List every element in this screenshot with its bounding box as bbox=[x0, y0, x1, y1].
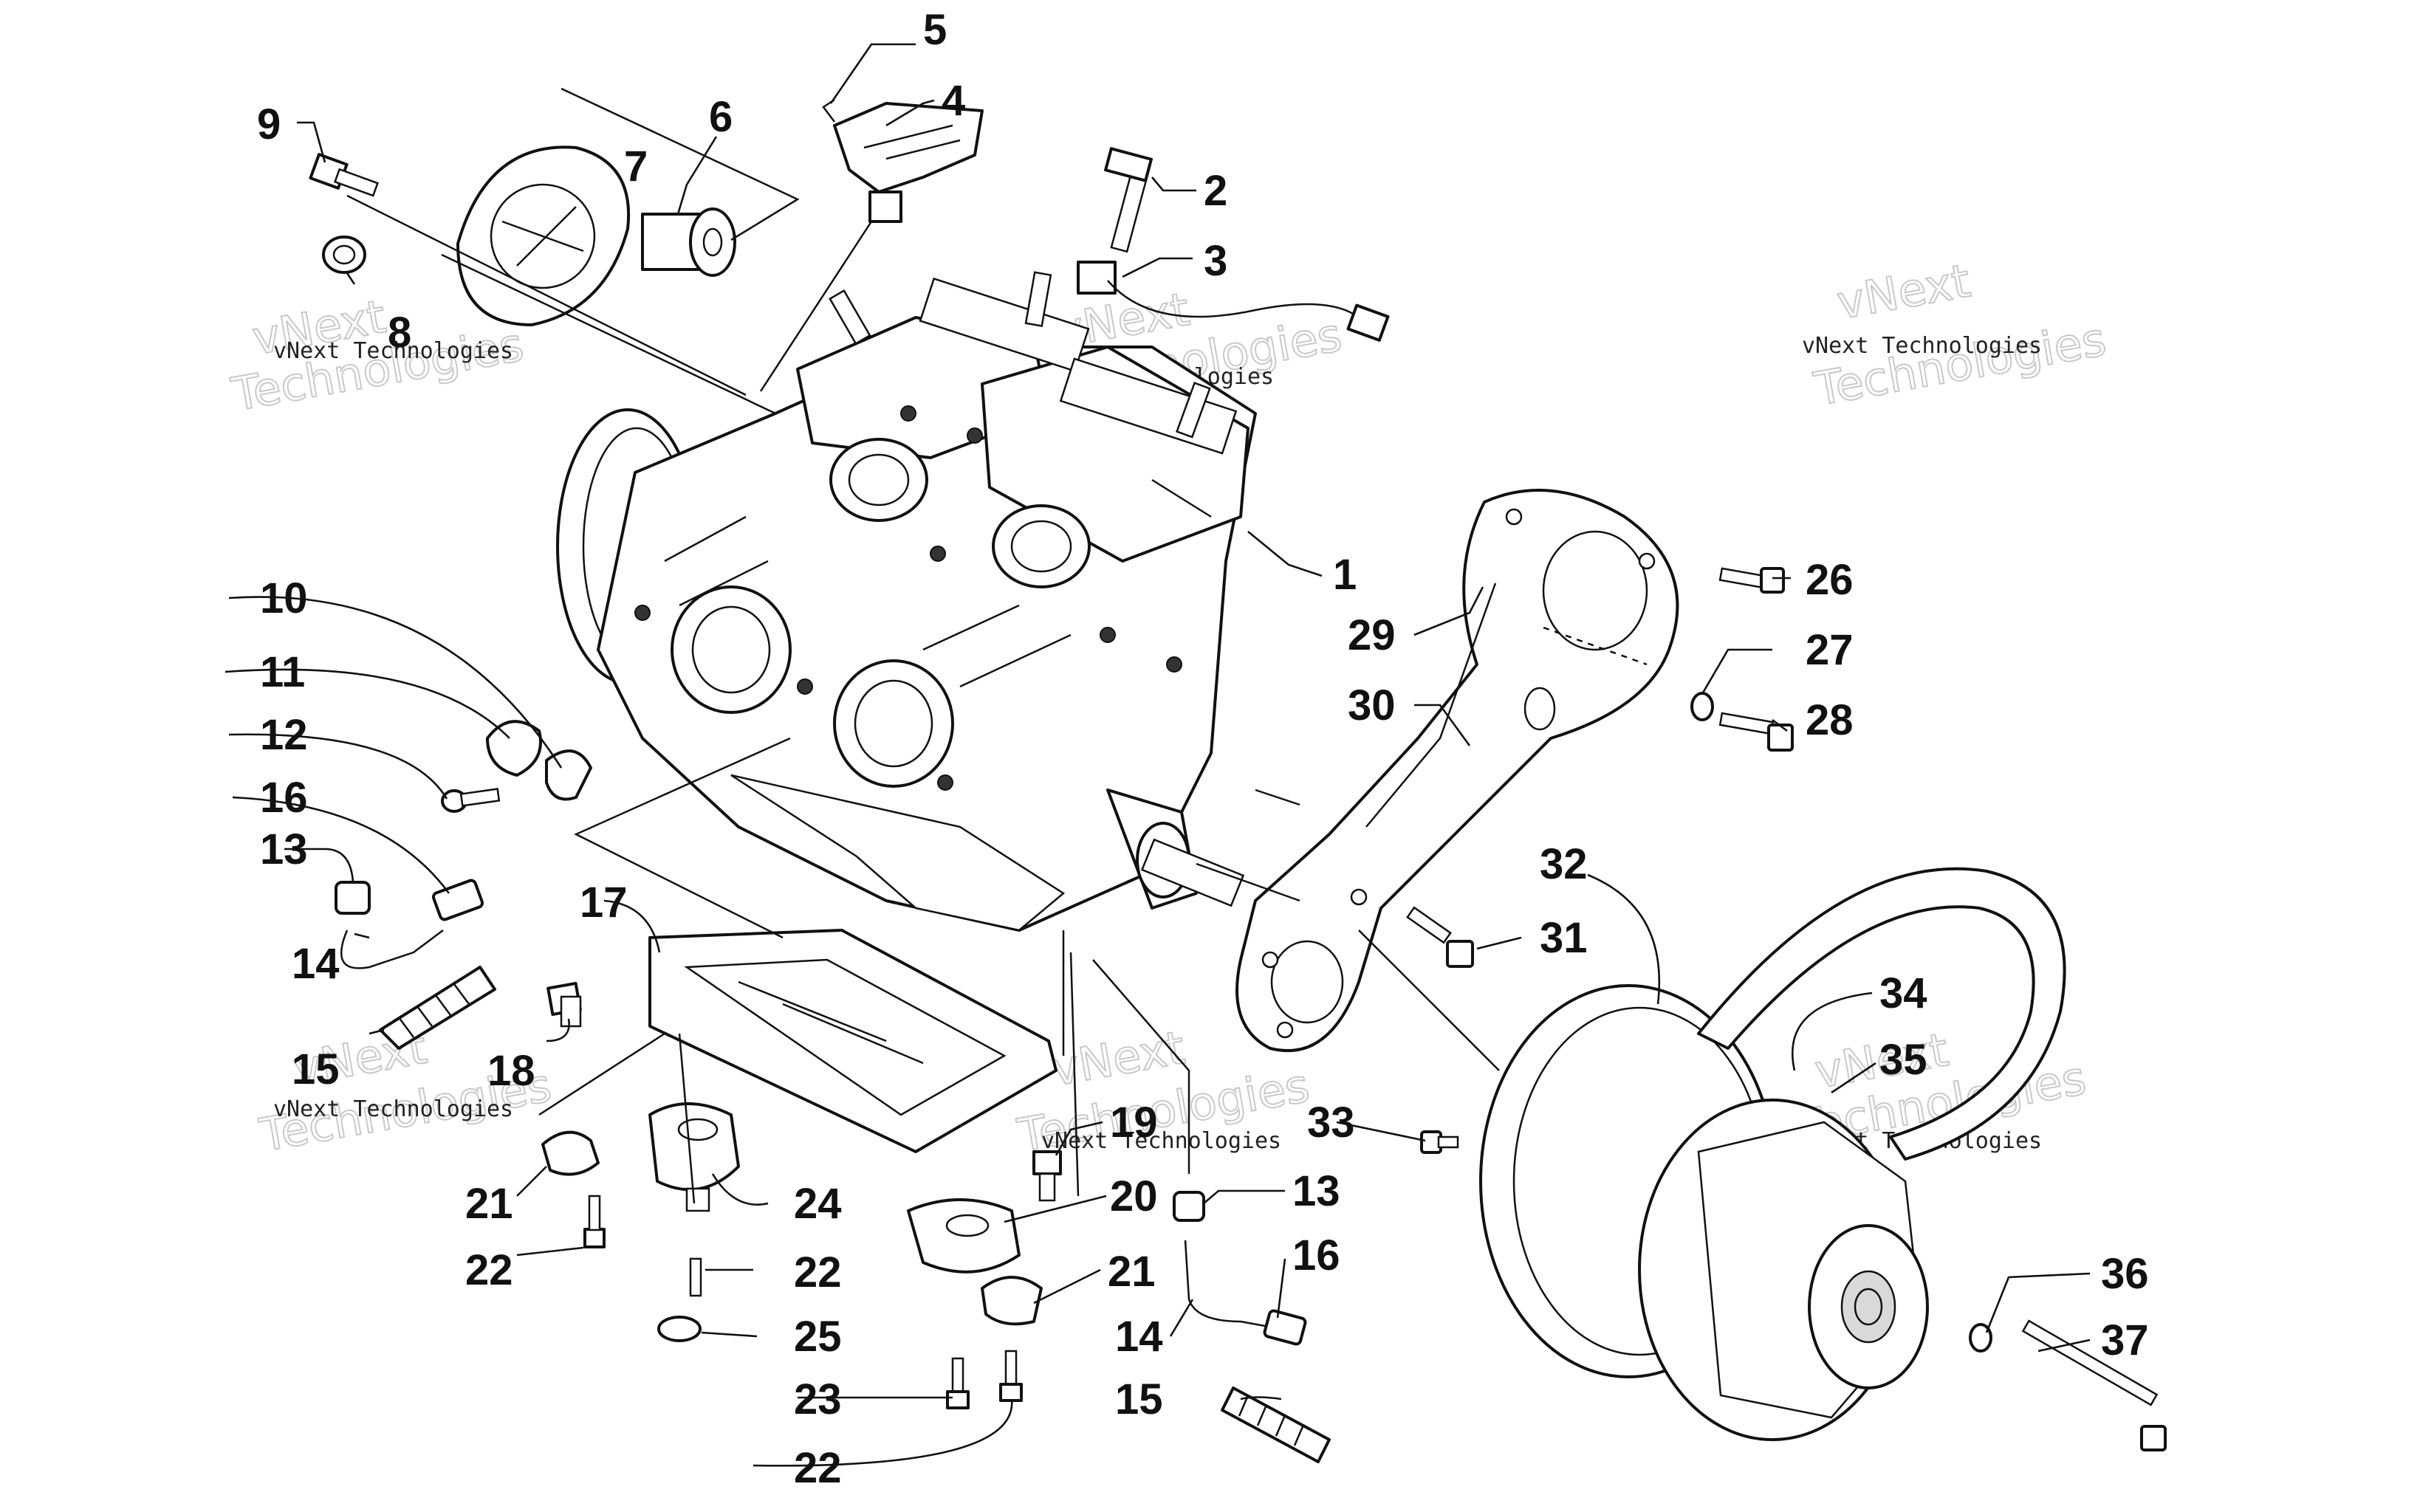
part-33-bolt bbox=[1420, 1130, 1459, 1154]
callout-8: 8 bbox=[388, 309, 411, 357]
watermark-logo: Technologies bbox=[1810, 312, 2110, 416]
callout-14: 14 bbox=[1115, 1313, 1163, 1361]
callout-21: 21 bbox=[1108, 1248, 1156, 1296]
callout-11: 11 bbox=[260, 648, 305, 696]
part-6-recoil-housing bbox=[456, 145, 631, 326]
part-9-bolt bbox=[309, 153, 379, 197]
callout-20: 20 bbox=[1110, 1172, 1158, 1220]
callout-23: 23 bbox=[794, 1375, 842, 1423]
callout-2: 2 bbox=[1204, 167, 1227, 215]
callout-labels: 1 2 3 4 5 6 7 8 9 10 11 12 16 13 14 15 1… bbox=[257, 6, 2149, 1492]
callout-17: 17 bbox=[580, 879, 628, 927]
part-27-washer bbox=[1690, 692, 1714, 721]
part-10-clip bbox=[545, 749, 592, 801]
part-13-cap bbox=[335, 881, 371, 915]
callout-22: 22 bbox=[794, 1248, 842, 1296]
part-22-bolt bbox=[999, 1350, 1023, 1402]
callout-34: 34 bbox=[1879, 969, 1927, 1017]
part-26-bolt bbox=[1718, 567, 1785, 594]
part-15-spring bbox=[379, 966, 496, 1050]
engine-block bbox=[556, 271, 1257, 932]
part-13-cap bbox=[1173, 1191, 1205, 1222]
part-35-driven-clutch bbox=[1638, 1099, 1929, 1441]
part-12-bolt bbox=[441, 788, 501, 813]
part-5-rope bbox=[822, 98, 835, 123]
callout-26: 26 bbox=[1806, 556, 1854, 604]
part-28-bolt bbox=[1718, 712, 1794, 752]
watermark-text: vNext Technologies bbox=[1802, 333, 2042, 359]
part-11-clamp bbox=[486, 720, 542, 777]
callout-10: 10 bbox=[260, 574, 308, 622]
part-15-spring bbox=[1221, 1386, 1331, 1463]
callout-33: 33 bbox=[1307, 1099, 1355, 1147]
part-17-skid-plate bbox=[648, 929, 1058, 1153]
part-20-mount bbox=[907, 1198, 1021, 1274]
part-37-bolt bbox=[2021, 1319, 2167, 1451]
callout-24: 24 bbox=[794, 1180, 842, 1228]
part-16-fitting bbox=[1263, 1309, 1307, 1346]
part-21-clamp bbox=[981, 1276, 1043, 1326]
callout-36: 36 bbox=[2101, 1250, 2149, 1298]
callout-27: 27 bbox=[1806, 626, 1854, 674]
callout-18: 18 bbox=[487, 1047, 535, 1095]
part-23-bolt bbox=[946, 1357, 970, 1409]
callout-22: 22 bbox=[465, 1246, 513, 1294]
part-8-washer bbox=[322, 236, 366, 274]
leader-lines bbox=[224, 43, 2091, 1467]
part-22-bolt bbox=[583, 1195, 606, 1248]
assembly-guide-lines bbox=[346, 87, 1648, 1204]
callout-12: 12 bbox=[260, 711, 308, 759]
watermark-logo: vNext bbox=[1833, 253, 1974, 329]
callout-31: 31 bbox=[1540, 914, 1588, 962]
watermark-text: vNext Technologies bbox=[273, 1096, 513, 1122]
part-18-bolt bbox=[546, 981, 582, 1028]
callout-6: 6 bbox=[709, 93, 733, 141]
part-24-mount bbox=[648, 1102, 740, 1212]
callout-28: 28 bbox=[1806, 696, 1854, 744]
callout-32: 32 bbox=[1540, 840, 1588, 888]
callout-22: 22 bbox=[794, 1444, 842, 1492]
callout-37: 37 bbox=[2101, 1316, 2149, 1364]
callout-7: 7 bbox=[624, 142, 648, 190]
part-16-fitting bbox=[432, 879, 484, 921]
part-34-drive-belt bbox=[1697, 867, 2066, 1161]
part-31-bolt bbox=[1406, 906, 1474, 968]
part-36-washer bbox=[1969, 1323, 1992, 1353]
part-21-clamp bbox=[541, 1130, 600, 1176]
callout-21: 21 bbox=[465, 1180, 513, 1228]
part-7-pulley bbox=[641, 207, 736, 277]
callout-9: 9 bbox=[257, 100, 281, 148]
part-22-bolt bbox=[689, 1257, 702, 1297]
part-2-bolt bbox=[1104, 147, 1153, 253]
part-25-washer bbox=[657, 1316, 702, 1342]
part-4-starter-handle bbox=[833, 102, 984, 223]
callout-13: 13 bbox=[260, 825, 308, 873]
callout-16: 16 bbox=[260, 774, 308, 822]
part-14-hose bbox=[340, 929, 444, 969]
part-14-hose bbox=[1184, 1240, 1282, 1330]
callout-1: 1 bbox=[1333, 551, 1357, 599]
callout-30: 30 bbox=[1348, 681, 1396, 729]
callout-4: 4 bbox=[942, 77, 965, 125]
callout-3: 3 bbox=[1204, 237, 1227, 285]
part-3-sensor bbox=[1077, 261, 1390, 342]
watermark-text: vNext Technologies bbox=[1041, 1128, 1281, 1154]
callout-29: 29 bbox=[1348, 611, 1396, 659]
callout-13: 13 bbox=[1292, 1167, 1340, 1215]
callout-35: 35 bbox=[1879, 1036, 1927, 1084]
watermark-text: vNext Technologies bbox=[273, 338, 513, 364]
callout-15: 15 bbox=[1115, 1375, 1163, 1423]
part-19-bolt bbox=[1032, 1150, 1062, 1202]
callout-15: 15 bbox=[292, 1045, 340, 1093]
callout-16: 16 bbox=[1292, 1231, 1340, 1279]
callout-5: 5 bbox=[923, 6, 947, 54]
part-30-mounting-plate bbox=[1235, 489, 1679, 1053]
callout-25: 25 bbox=[794, 1313, 842, 1361]
callout-14: 14 bbox=[292, 940, 340, 988]
callout-19: 19 bbox=[1110, 1099, 1158, 1147]
